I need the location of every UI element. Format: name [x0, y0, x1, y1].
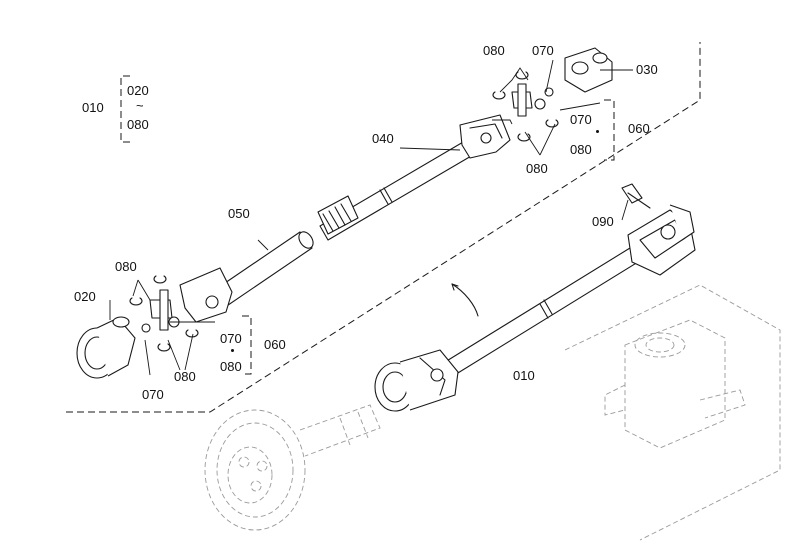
outer-tube-050 [179, 231, 314, 323]
label-kit-right-bottom: 080 [570, 142, 592, 157]
label-assy-range-tilde: ~ [136, 98, 144, 113]
cross-left [129, 275, 199, 352]
yoke-020 [76, 316, 136, 379]
label-clip-left-top: 080 [115, 259, 137, 274]
label-tube-050: 050 [228, 206, 250, 221]
yoke-030 [564, 47, 613, 93]
label-yoke-030: 030 [636, 62, 658, 77]
label-kit-left: 060 [264, 337, 286, 352]
pulley-ghost [204, 404, 381, 531]
label-assy: 010 [82, 100, 104, 115]
label-kit-right: 060 [628, 121, 650, 136]
label-kit-left-top: 070 [220, 331, 242, 346]
label-bolt-090: 090 [592, 214, 614, 229]
label-grease-right: 070 [532, 43, 554, 58]
bolt-part [621, 183, 651, 209]
kit-left-dot [231, 349, 234, 352]
leader-lines [109, 59, 633, 376]
label-clip-right-top: 080 [483, 43, 505, 58]
label-main-shaft: 010 [513, 368, 535, 383]
assy-bracket [120, 75, 130, 143]
kit-bracket-right [604, 99, 615, 161]
label-kit-right-top: 070 [570, 112, 592, 127]
label-assy-range-bottom: 080 [127, 117, 149, 132]
label-kit-left-bottom: 080 [220, 359, 242, 374]
inner-tube-040 [317, 114, 511, 241]
label-grease-left: 070 [142, 387, 164, 402]
label-clip-right-bottom: 080 [526, 161, 548, 176]
kit-right-dot [596, 130, 599, 133]
label-assy-range-top: 020 [127, 83, 149, 98]
section-divider [66, 42, 701, 413]
cross-right [492, 71, 559, 142]
label-clip-left-bottom: 080 [174, 369, 196, 384]
label-tube-040: 040 [372, 131, 394, 146]
gearbox-ghost [564, 284, 781, 541]
kit-bracket-left [242, 315, 252, 375]
assembled-shaft [374, 204, 696, 412]
label-yoke-020: 020 [74, 289, 96, 304]
